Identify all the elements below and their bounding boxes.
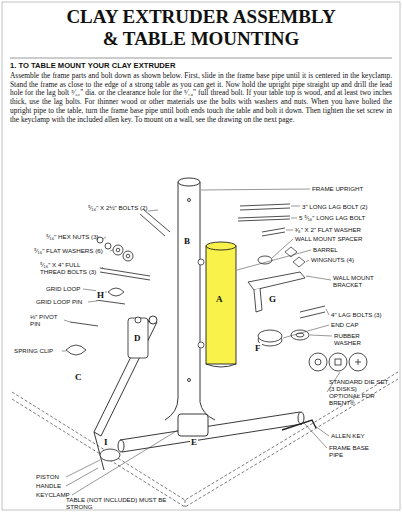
callout-label: ALLEN KEY — [331, 432, 391, 439]
part-letter: F — [254, 343, 262, 353]
callout-label: RUBBER WASHER — [334, 332, 374, 346]
callout-label: HANDLE — [36, 482, 76, 489]
instructions-paragraph: Assemble the frame parts and bolt down a… — [10, 72, 392, 124]
section-heading: 1. TO TABLE MOUNT YOUR CLAY EXTRUDER — [10, 61, 390, 70]
callout-label: STANDARD DIE SET (3 DISKS) OPTIONAL FOR … — [329, 378, 389, 406]
callout-label: ³⁄₈" X 2" FLAT WASHER — [295, 226, 398, 233]
callout-label: 5 ⁵⁄₁₆" LONG LAG BOLT — [299, 214, 398, 221]
callout-label: WINGNUTS (4) — [311, 256, 397, 263]
barrel — [198, 242, 236, 367]
callout-label: WALL MOUNT SPACER — [295, 235, 398, 242]
callout-label: TABLE (NOT INCLUDED) MUST BE STRONG — [66, 496, 176, 510]
die-set — [309, 353, 367, 371]
part-letter: G — [268, 294, 277, 304]
callout-label: WALL MOUNT BRACKET — [333, 274, 383, 288]
callout-label: ⅛" PIVOT PIN — [30, 313, 62, 327]
frame-base-pipe — [118, 412, 304, 452]
bolts-nuts-washers — [66, 210, 170, 355]
wingnuts — [285, 247, 305, 267]
part-letter: C — [74, 372, 83, 382]
callout-label: GRID LOOP PIN — [36, 298, 90, 305]
callout-label: FRAME UPRIGHT — [312, 185, 398, 192]
title: CLAY EXTRUDER ASSEMBLY & TABLE MOUNTING — [60, 6, 342, 50]
allen-key — [282, 420, 316, 430]
part-letter: B — [183, 236, 191, 246]
callout-label: ⁵⁄₁₆" HEX NUTS (3) — [46, 233, 104, 240]
callout-label: PISTON — [36, 473, 76, 480]
callout-label: 4" LAG BOLTS (3) — [331, 311, 397, 318]
callout-label: ⁵⁄₁₆" FLAT WASHERS (6) — [34, 247, 108, 254]
handle — [94, 316, 157, 470]
callout-label: GRID LOOP — [46, 285, 86, 292]
callout-label: FRAME BASE PIPE — [329, 444, 371, 458]
part-letter: I — [103, 437, 109, 447]
part-letter: E — [190, 437, 198, 447]
part-letter: A — [215, 294, 224, 304]
rule — [10, 58, 392, 59]
callout-label: BARREL — [313, 246, 393, 253]
part-letter: H — [96, 290, 105, 300]
leader-lines — [62, 189, 340, 495]
callout-label: END CAP — [331, 321, 391, 328]
callout-label: 3" LONG LAG BOLT (2) — [302, 203, 398, 210]
part-letter: D — [133, 333, 142, 343]
callout-label: ⁵⁄₁₆" X 4" FULL THREAD BOLTS (3) — [40, 261, 100, 275]
callout-label: SPRING CLIP — [14, 347, 62, 354]
piston — [100, 317, 148, 461]
callout-label: ⁵⁄₁₆" X 2½" BOLTS (2) — [88, 204, 158, 211]
